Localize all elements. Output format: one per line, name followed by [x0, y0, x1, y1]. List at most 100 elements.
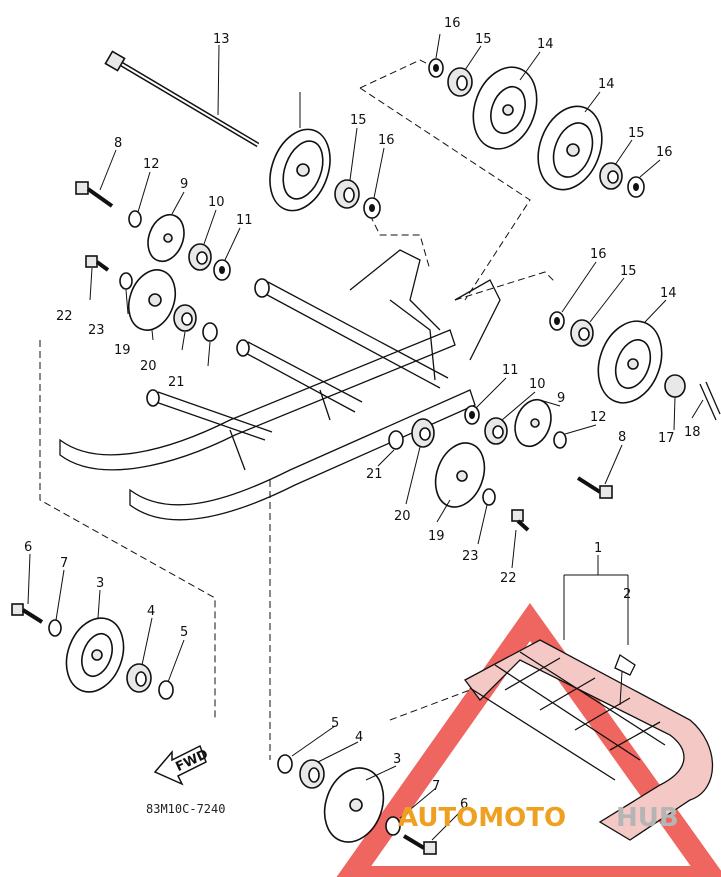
- callout-11: 11: [236, 213, 253, 228]
- callout-12: 12: [143, 157, 160, 172]
- watermark-text-hub: HUB: [616, 803, 679, 833]
- washer-7-left: [48, 619, 62, 637]
- callout-6: 6: [24, 540, 32, 555]
- bearing-4-bottom: [299, 759, 325, 789]
- callout-10: 10: [529, 377, 546, 392]
- bearing-15-b: [334, 179, 360, 209]
- callout-23: 23: [462, 549, 479, 564]
- bolt-6-bottom: [402, 834, 437, 855]
- cap-17: [664, 374, 686, 398]
- bolt-22-right: [511, 509, 530, 532]
- bearing-20-right: [411, 418, 435, 448]
- washer-12-left: [128, 210, 142, 228]
- callout-5: 5: [331, 716, 339, 731]
- track-assembly: [464, 639, 713, 841]
- fwd-arrow: FWD: [153, 744, 211, 786]
- wheel-14-top-right: [537, 105, 603, 191]
- callout-2: 2: [623, 587, 631, 602]
- collar-11-left: [213, 259, 231, 281]
- bolt-6-left: [11, 603, 44, 624]
- callout-5: 5: [180, 625, 188, 640]
- washer-7-bottom: [385, 816, 401, 836]
- callout-10: 10: [208, 195, 225, 210]
- wheel-9-left: [147, 213, 185, 263]
- callout-7: 7: [432, 779, 440, 794]
- callout-4: 4: [147, 604, 155, 619]
- callout-15: 15: [475, 32, 492, 47]
- washer-23-left: [119, 272, 133, 290]
- callout-18: 18: [684, 425, 701, 440]
- callout-16: 16: [444, 16, 461, 31]
- callout-1: 1: [594, 541, 602, 556]
- pin-18: [699, 381, 721, 421]
- wheel-14-top-mid: [472, 66, 538, 150]
- callout-labels: 16 15 14 14 13 15 16 15 16 8 12 9 10 11 …: [24, 16, 701, 812]
- bearing-15-d: [570, 319, 594, 347]
- bearing-10-left: [188, 243, 212, 271]
- watermark-text: AUTOMOTO HUB: [398, 803, 679, 833]
- callout-12: 12: [590, 410, 607, 425]
- callout-11: 11: [502, 363, 519, 378]
- bolt-8-left: [75, 181, 114, 208]
- wheel-14-right: [597, 320, 663, 404]
- wheel-3-bottom: [323, 767, 385, 843]
- washer-23-right: [482, 488, 496, 506]
- collar-16-c: [627, 176, 645, 198]
- callout-16: 16: [590, 247, 607, 262]
- bearing-10-right: [484, 417, 508, 445]
- washer-12-right: [553, 431, 567, 449]
- bearing-15-a: [447, 67, 473, 97]
- callout-3: 3: [393, 752, 401, 767]
- callout-13: 13: [213, 32, 230, 47]
- bolt-22-left: [85, 255, 110, 272]
- callout-22: 22: [500, 571, 517, 586]
- collar-16-b: [363, 197, 381, 219]
- callout-6: 6: [460, 797, 468, 812]
- collar-21-right: [388, 430, 404, 450]
- callout-16: 16: [378, 133, 395, 148]
- callout-8: 8: [618, 430, 626, 445]
- collar-21-left: [202, 322, 218, 342]
- callout-19: 19: [428, 529, 445, 544]
- callout-17: 17: [658, 431, 675, 446]
- watermark-text-automoto: AUTOMOTO: [398, 803, 566, 833]
- callout-9: 9: [180, 177, 188, 192]
- callout-21: 21: [366, 467, 383, 482]
- bearing-20-left: [173, 304, 197, 332]
- callout-14: 14: [537, 37, 554, 52]
- callout-8: 8: [114, 136, 122, 151]
- bearing-4-left: [126, 663, 152, 693]
- callout-15: 15: [620, 264, 637, 279]
- wheel-3-left: [65, 617, 125, 693]
- callout-15: 15: [350, 113, 367, 128]
- collar-5-left: [158, 680, 174, 700]
- frame-guides: [39, 59, 556, 760]
- wheel-14-top-left: [269, 128, 331, 212]
- callout-15: 15: [628, 126, 645, 141]
- collar-16-a: [428, 58, 444, 78]
- callout-19: 19: [114, 343, 131, 358]
- callout-9: 9: [557, 391, 565, 406]
- idler-wheels: [65, 66, 663, 843]
- callout-4: 4: [355, 730, 363, 745]
- leader-lines: [27, 33, 704, 841]
- callout-14: 14: [660, 286, 677, 301]
- drawing-code: 83M10C-7240: [146, 802, 225, 816]
- bearing-15-c: [599, 162, 623, 190]
- wheel-19-right: [434, 442, 486, 508]
- callout-20: 20: [394, 509, 411, 524]
- suspension-frame: [59, 249, 501, 521]
- small-parts: [11, 58, 721, 855]
- callout-14: 14: [598, 77, 615, 92]
- collar-16-d: [549, 311, 565, 331]
- collar-5-bottom: [277, 754, 293, 774]
- callout-22: 22: [56, 309, 73, 324]
- callout-16: 16: [656, 145, 673, 160]
- collar-11-right: [464, 405, 480, 425]
- callout-23: 23: [88, 323, 105, 338]
- callout-21: 21: [168, 375, 185, 390]
- callout-20: 20: [140, 359, 157, 374]
- watermark-logo: [336, 602, 721, 877]
- callout-3: 3: [96, 576, 104, 591]
